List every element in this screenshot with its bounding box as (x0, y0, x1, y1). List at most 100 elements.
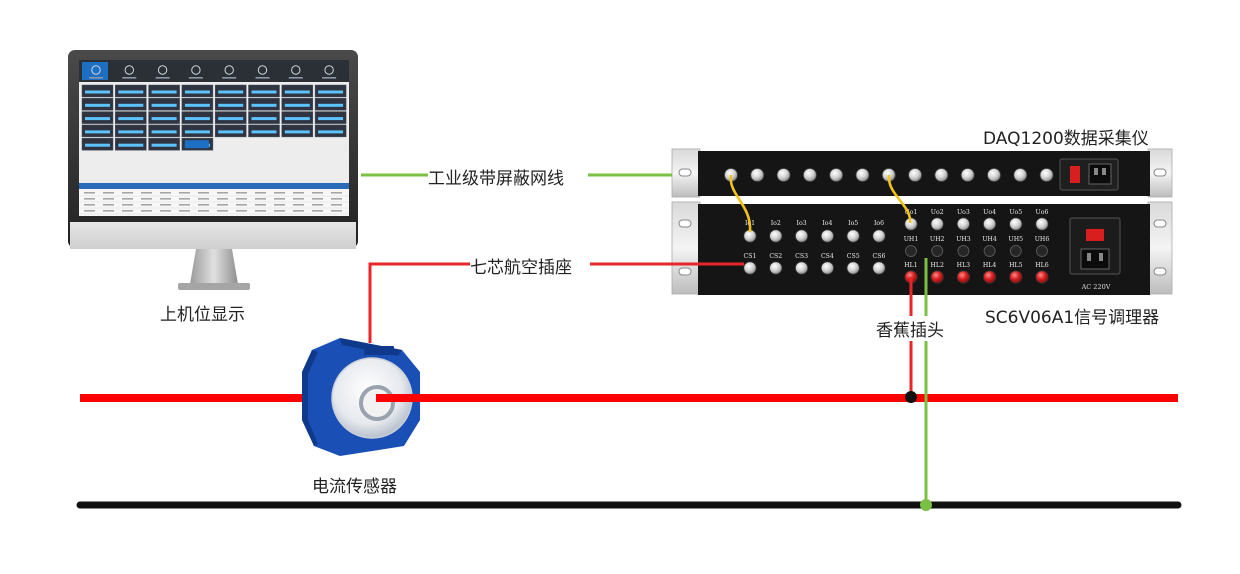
table-cell (141, 204, 152, 206)
table-cell (217, 210, 228, 212)
channel-tile-value (118, 117, 144, 121)
table-cell (160, 204, 171, 206)
table-cell (236, 198, 247, 200)
daq-input-jack (855, 168, 870, 182)
uo-port-label: Uo3 (957, 209, 970, 216)
cs-port-label: CS4 (821, 253, 834, 260)
uh-port-socket (905, 245, 917, 257)
cs-port-jack (820, 261, 835, 275)
daq-input-jack (960, 168, 975, 182)
table-cell (141, 192, 152, 194)
software-data-table (79, 189, 349, 216)
nav-icon (124, 65, 135, 75)
uo-port-jack (1009, 217, 1023, 231)
host-display-label: 上机位显示 (160, 305, 245, 325)
uh-port-label: UH6 (1035, 236, 1050, 243)
table-cell (236, 192, 247, 194)
table-cell (293, 198, 304, 200)
table-cell (274, 210, 285, 212)
table-cell (312, 210, 323, 212)
uo-port-label: Uo6 (1036, 209, 1049, 216)
neutral-junction-dot (920, 499, 932, 511)
table-cell (122, 192, 133, 194)
uo-port-label: Uo5 (1009, 209, 1022, 216)
io-port-jack (769, 229, 783, 243)
cs-port-jack (872, 261, 886, 275)
channel-tile-value (151, 143, 177, 147)
table-cell (293, 192, 304, 194)
io-port-label: Io6 (874, 220, 884, 227)
table-cell (179, 192, 190, 194)
cs-port-label: CS3 (795, 253, 808, 260)
channel-tile-value (151, 130, 177, 134)
ethernet-cable-label: 工业级带屏蔽网线 (428, 164, 564, 189)
channel-tile-value (284, 103, 310, 107)
channel-tile-value (318, 130, 344, 134)
hl-banana-jack (1035, 270, 1049, 284)
daq-input-jack (908, 168, 922, 182)
nav-caption (255, 77, 270, 79)
table-cell (198, 192, 209, 194)
uh-port-label: UH1 (904, 236, 919, 243)
software-tile-grid (81, 84, 347, 151)
current-sensor-label: 电流传感器 (312, 477, 397, 497)
cs-port-jack (769, 261, 783, 275)
hl-banana-jack (1009, 270, 1023, 284)
banana-plug-label: 香蕉插头 (876, 316, 944, 341)
uh-port-label: UH5 (1009, 236, 1024, 243)
table-cell (312, 198, 323, 200)
nav-caption (188, 77, 203, 79)
daq-input-jack (1013, 168, 1028, 182)
channel-tile-value (318, 90, 344, 94)
channel-tile-value (151, 90, 177, 94)
table-cell (331, 204, 342, 206)
io-port-label: Io4 (822, 220, 832, 227)
io-port-jack (846, 229, 860, 243)
channel-tile-value (251, 117, 277, 121)
table-cell (179, 204, 190, 206)
table-cell (122, 204, 133, 206)
uh-port-socket (957, 245, 970, 257)
table-cell (255, 198, 266, 200)
table-cell (160, 192, 171, 194)
table-cell (255, 192, 266, 194)
daq-input-jack (803, 168, 817, 182)
hl-port-label: HL3 (957, 262, 971, 269)
nav-icon (91, 65, 101, 75)
hl-port-label: HL2 (930, 262, 944, 269)
channel-tile-value (184, 90, 210, 94)
channel-tile-value (218, 130, 244, 134)
table-cell (312, 192, 323, 194)
uo-port-jack (930, 217, 944, 231)
daq-input-jack (750, 168, 765, 182)
channel-tile-value (251, 90, 277, 94)
uh-port-socket (1009, 245, 1022, 257)
aviation-socket-label: 七芯航空插座 (470, 253, 572, 278)
cs-port-label: CS1 (744, 253, 757, 260)
table-cell (217, 192, 228, 194)
daq-power-module (1059, 158, 1119, 191)
table-cell (160, 198, 171, 200)
io-port-jack (794, 229, 809, 243)
table-cell (160, 210, 171, 212)
daq1200-rack (671, 148, 1173, 198)
table-cell (198, 204, 209, 206)
table-cell (198, 198, 209, 200)
current-sensor (302, 338, 420, 456)
channel-tile-value (118, 103, 144, 107)
channel-tile-value (85, 130, 110, 134)
io-port-label: Io5 (848, 220, 858, 227)
cs-port-jack (743, 261, 757, 275)
uo-port-jack (1035, 217, 1049, 231)
nav-caption (322, 77, 337, 79)
table-cell (236, 204, 247, 206)
yellow-jumper-2 (887, 174, 912, 224)
table-cell (103, 192, 114, 194)
channel-tile-value (118, 90, 144, 94)
nav-caption (122, 77, 137, 79)
daq-input-jack (987, 168, 1001, 182)
daq-input-jack (1039, 168, 1054, 182)
hl-banana-jack (982, 270, 997, 284)
table-cell (274, 198, 285, 200)
